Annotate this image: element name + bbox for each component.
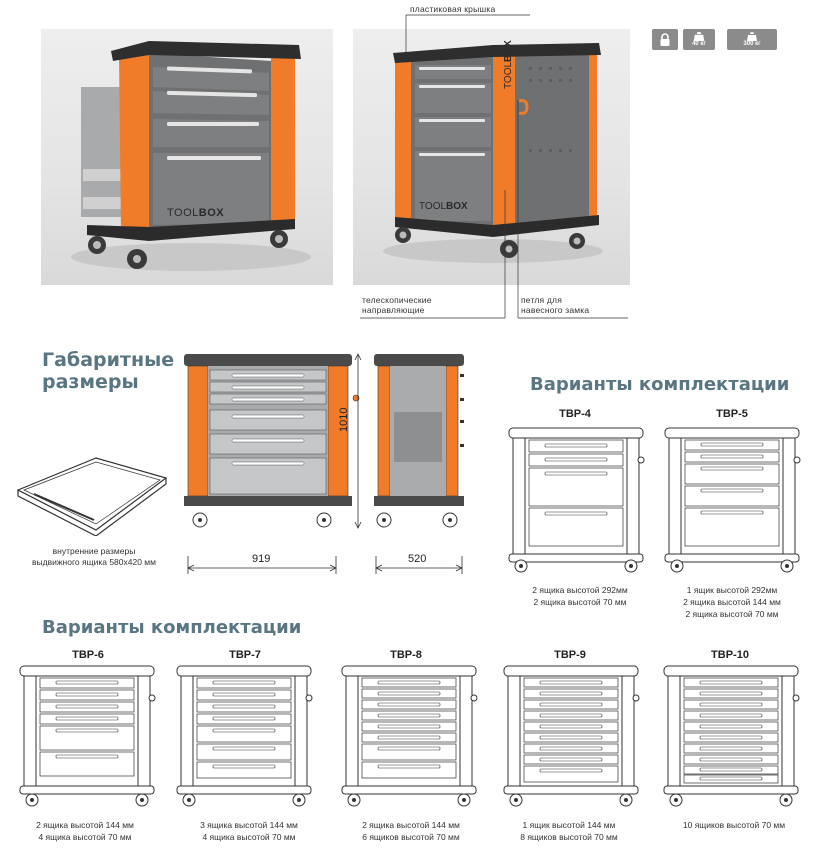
variant-description: 1 ящик высотой 292мм 2 ящика высотой 144… [683,585,781,619]
brand-suffix: BOX [198,207,225,219]
variant-title: TBP-10 [711,649,749,661]
brand-logo: TOOLBOX [167,207,224,219]
variant-drawing-tbp5 [664,427,801,573]
variants-top-heading: Варианты комплектации [530,374,790,395]
variant-title: TBP-7 [229,649,261,661]
lock-icon [660,32,670,46]
variant-description: 3 ящика высотой 144 мм 4 ящика высотой 7… [200,820,298,842]
width-dimension: 919 [252,553,271,565]
variant-drawing-tbp10 [663,665,800,807]
variant-title: TBP-6 [72,649,104,661]
callout-plastic-lid: пластиковая крышка [410,4,496,14]
front-view-drawing [184,354,360,528]
callout-telescopic-guides: телескопические направляющие [362,295,432,315]
variant-drawing-tbp9 [503,665,640,807]
variant-drawing-tbp7 [176,665,313,807]
brand-logo-front: TOOLBOX [419,201,468,212]
cart-load-badge: 300 кг [727,29,777,50]
product-photo-side: TOOLBOX TOOLBOX [353,29,630,285]
variant-drawing-tbp6 [19,665,156,807]
brand-suffix: BOX [446,201,468,212]
dimensions-heading: Габаритные размеры [42,349,174,393]
brand-prefix: TOOL [167,207,199,219]
toolbox-front-illustration [71,41,311,271]
product-photo-front: TOOLBOX [41,29,333,285]
variants-bottom-heading: Варианты комплектации [42,617,302,638]
drawer-sketch [16,457,168,536]
drawer-load-value: 40 кг [692,41,706,47]
variant-title: TBP-8 [390,649,422,661]
dimensions-heading-line2: размеры [42,371,139,393]
callout-lines [360,14,628,319]
dimensions-heading-line1: Габаритные [42,349,175,371]
variant-description: 2 ящика высотой 144 мм 4 ящика высотой 7… [36,820,134,842]
variant-title: TBP-4 [559,408,591,420]
brand-prefix: TOOL [419,201,447,212]
variant-title: TBP-5 [716,408,748,420]
variant-description: 2 ящика высотой 292мм 2 ящика высотой 70… [532,585,628,607]
variant-title: TBP-9 [554,649,586,661]
cart-load-value: 300 кг [743,41,761,47]
variant-description: 1 ящик высотой 144 мм 8 ящиков высотой 7… [520,820,618,842]
depth-dimension: 520 [408,553,427,565]
toolbox-side-illustration [383,43,603,263]
drawer-caption: внутренние размеры выдвижного ящика 580x… [32,546,156,567]
variant-description: 2 ящика высотой 144 мм 6 ящиков высотой … [362,820,460,842]
variant-drawing-tbp4 [508,427,645,573]
drawer-load-badge: 40 кг [683,29,715,50]
variant-drawing-tbp8 [341,665,478,807]
side-view-drawing [374,354,464,528]
weight-icon [693,32,705,41]
variant-description: 10 ящиков высотой 70 мм [682,820,786,830]
weight-stack-icon [747,32,757,41]
height-dimension: 1010 [338,407,350,432]
dimension-lines [187,353,463,574]
lock-badge [652,29,678,50]
callout-padlock-loop: петля для навесного замка [521,295,590,315]
